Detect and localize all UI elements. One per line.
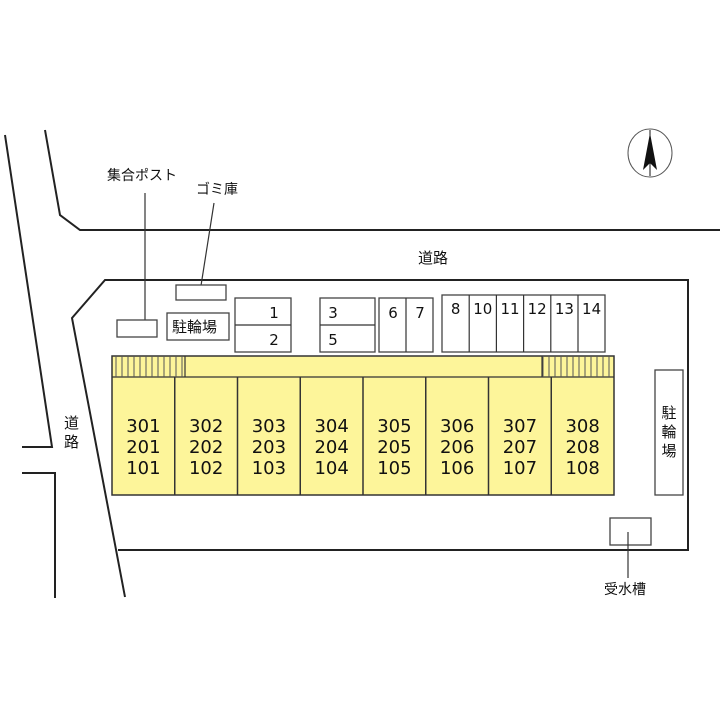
parking-space-5: 5 [328,331,338,349]
unit-number: 207 [503,437,537,458]
unit-number: 103 [252,458,286,479]
unit-number: 101 [126,458,160,479]
bike-parking-right [654,369,684,496]
unit-number: 106 [440,458,474,479]
unit-number: 304 [314,416,348,437]
water-tank-label: 受水槽 [604,582,646,598]
road-label-left: 道路 [64,414,79,451]
road-lines [4,129,720,598]
unit-number: 204 [314,437,348,458]
parking-space-11: 11 [500,300,519,318]
unit-number: 108 [565,458,599,479]
unit-number: 306 [440,416,474,437]
site-boundary [70,279,689,598]
unit-number: 305 [377,416,411,437]
parking-space-14: 14 [582,300,601,318]
unit-number: 208 [565,437,599,458]
unit-number: 308 [565,416,599,437]
unit-number: 201 [126,437,160,458]
parking-space-8: 8 [451,300,461,318]
apartment-building: 3012011013022021023032031033042041043052… [111,355,615,496]
unit-number: 105 [377,458,411,479]
bike-parking-left-label: 駐輪場 [172,318,217,336]
unit-number: 203 [252,437,286,458]
unit-number: 302 [189,416,223,437]
unit-number: 307 [503,416,537,437]
parking-space-6: 6 [388,304,398,322]
bike-parking-right-label: 駐輪場 [661,404,676,460]
bike-parking-left [166,312,230,341]
parking-space-2: 2 [269,331,279,349]
mailbox [116,319,158,338]
unit-number: 206 [440,437,474,458]
parking-space-3: 3 [328,304,338,322]
unit-number: 104 [314,458,348,479]
north-arrow-icon [627,128,673,178]
parking-space-12: 12 [528,300,547,318]
parking-space-7: 7 [415,304,425,322]
unit-number: 102 [189,458,223,479]
parking-space-13: 13 [555,300,574,318]
unit-number: 301 [126,416,160,437]
garbage-storage [175,284,227,301]
mailbox-label: 集合ポスト [107,167,177,184]
unit-number: 107 [503,458,537,479]
road-label-top: 道路 [418,249,448,267]
water-tank [609,517,652,546]
parking-space-10: 10 [473,300,492,318]
parking-space-1: 1 [269,304,279,322]
unit-number: 202 [189,437,223,458]
unit-number: 205 [377,437,411,458]
garbage-label: ゴミ庫 [196,181,238,198]
unit-number: 303 [252,416,286,437]
